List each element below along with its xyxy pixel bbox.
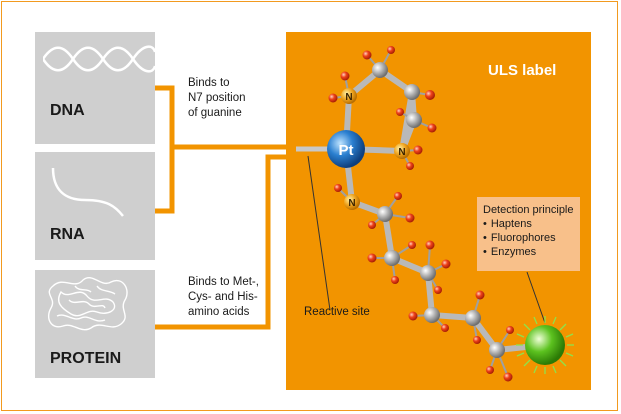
carbon-atoms bbox=[372, 62, 505, 358]
rna-strand-icon bbox=[51, 167, 124, 217]
uls-label-title: ULS label bbox=[488, 62, 557, 79]
protein-binding-text: Binds to Met-, Cys- and His- amino acids bbox=[188, 276, 259, 318]
protein-connector bbox=[155, 154, 300, 330]
dna-box: DNA bbox=[35, 32, 157, 144]
protein-structure-icon bbox=[47, 277, 128, 331]
detection-item: Fluorophores bbox=[483, 231, 574, 245]
rna-label: RNA bbox=[50, 226, 85, 243]
detection-item: Enzymes bbox=[483, 245, 574, 259]
n-atom-label: N bbox=[345, 92, 352, 103]
detection-principle-box: Detection principle Haptens Fluorophores… bbox=[477, 197, 580, 271]
reactive-site-label: Reactive site bbox=[304, 306, 370, 318]
nitrogen-atoms: N N N bbox=[341, 88, 410, 210]
dna-label: DNA bbox=[50, 102, 85, 119]
dna-helix-icon bbox=[43, 45, 157, 73]
oxygen-atoms bbox=[328, 46, 514, 382]
protein-label: PROTEIN bbox=[50, 350, 122, 367]
pt-label: Pt bbox=[339, 142, 354, 159]
protein-box: PROTEIN bbox=[35, 270, 155, 378]
n-atom-label: N bbox=[398, 147, 405, 158]
detection-item: Haptens bbox=[483, 217, 574, 231]
platinum-atom: Pt bbox=[327, 130, 365, 168]
reactive-site-line bbox=[296, 146, 340, 311]
dna-connector bbox=[155, 85, 175, 147]
detection-label-sphere bbox=[516, 271, 574, 374]
nucleic-binding-text: Binds to N7 position of guanine bbox=[188, 77, 246, 119]
rna-box: RNA bbox=[35, 152, 155, 260]
rna-connector bbox=[155, 144, 300, 214]
detection-principle-title: Detection principle bbox=[483, 204, 574, 216]
n-atom-label: N bbox=[348, 198, 355, 209]
